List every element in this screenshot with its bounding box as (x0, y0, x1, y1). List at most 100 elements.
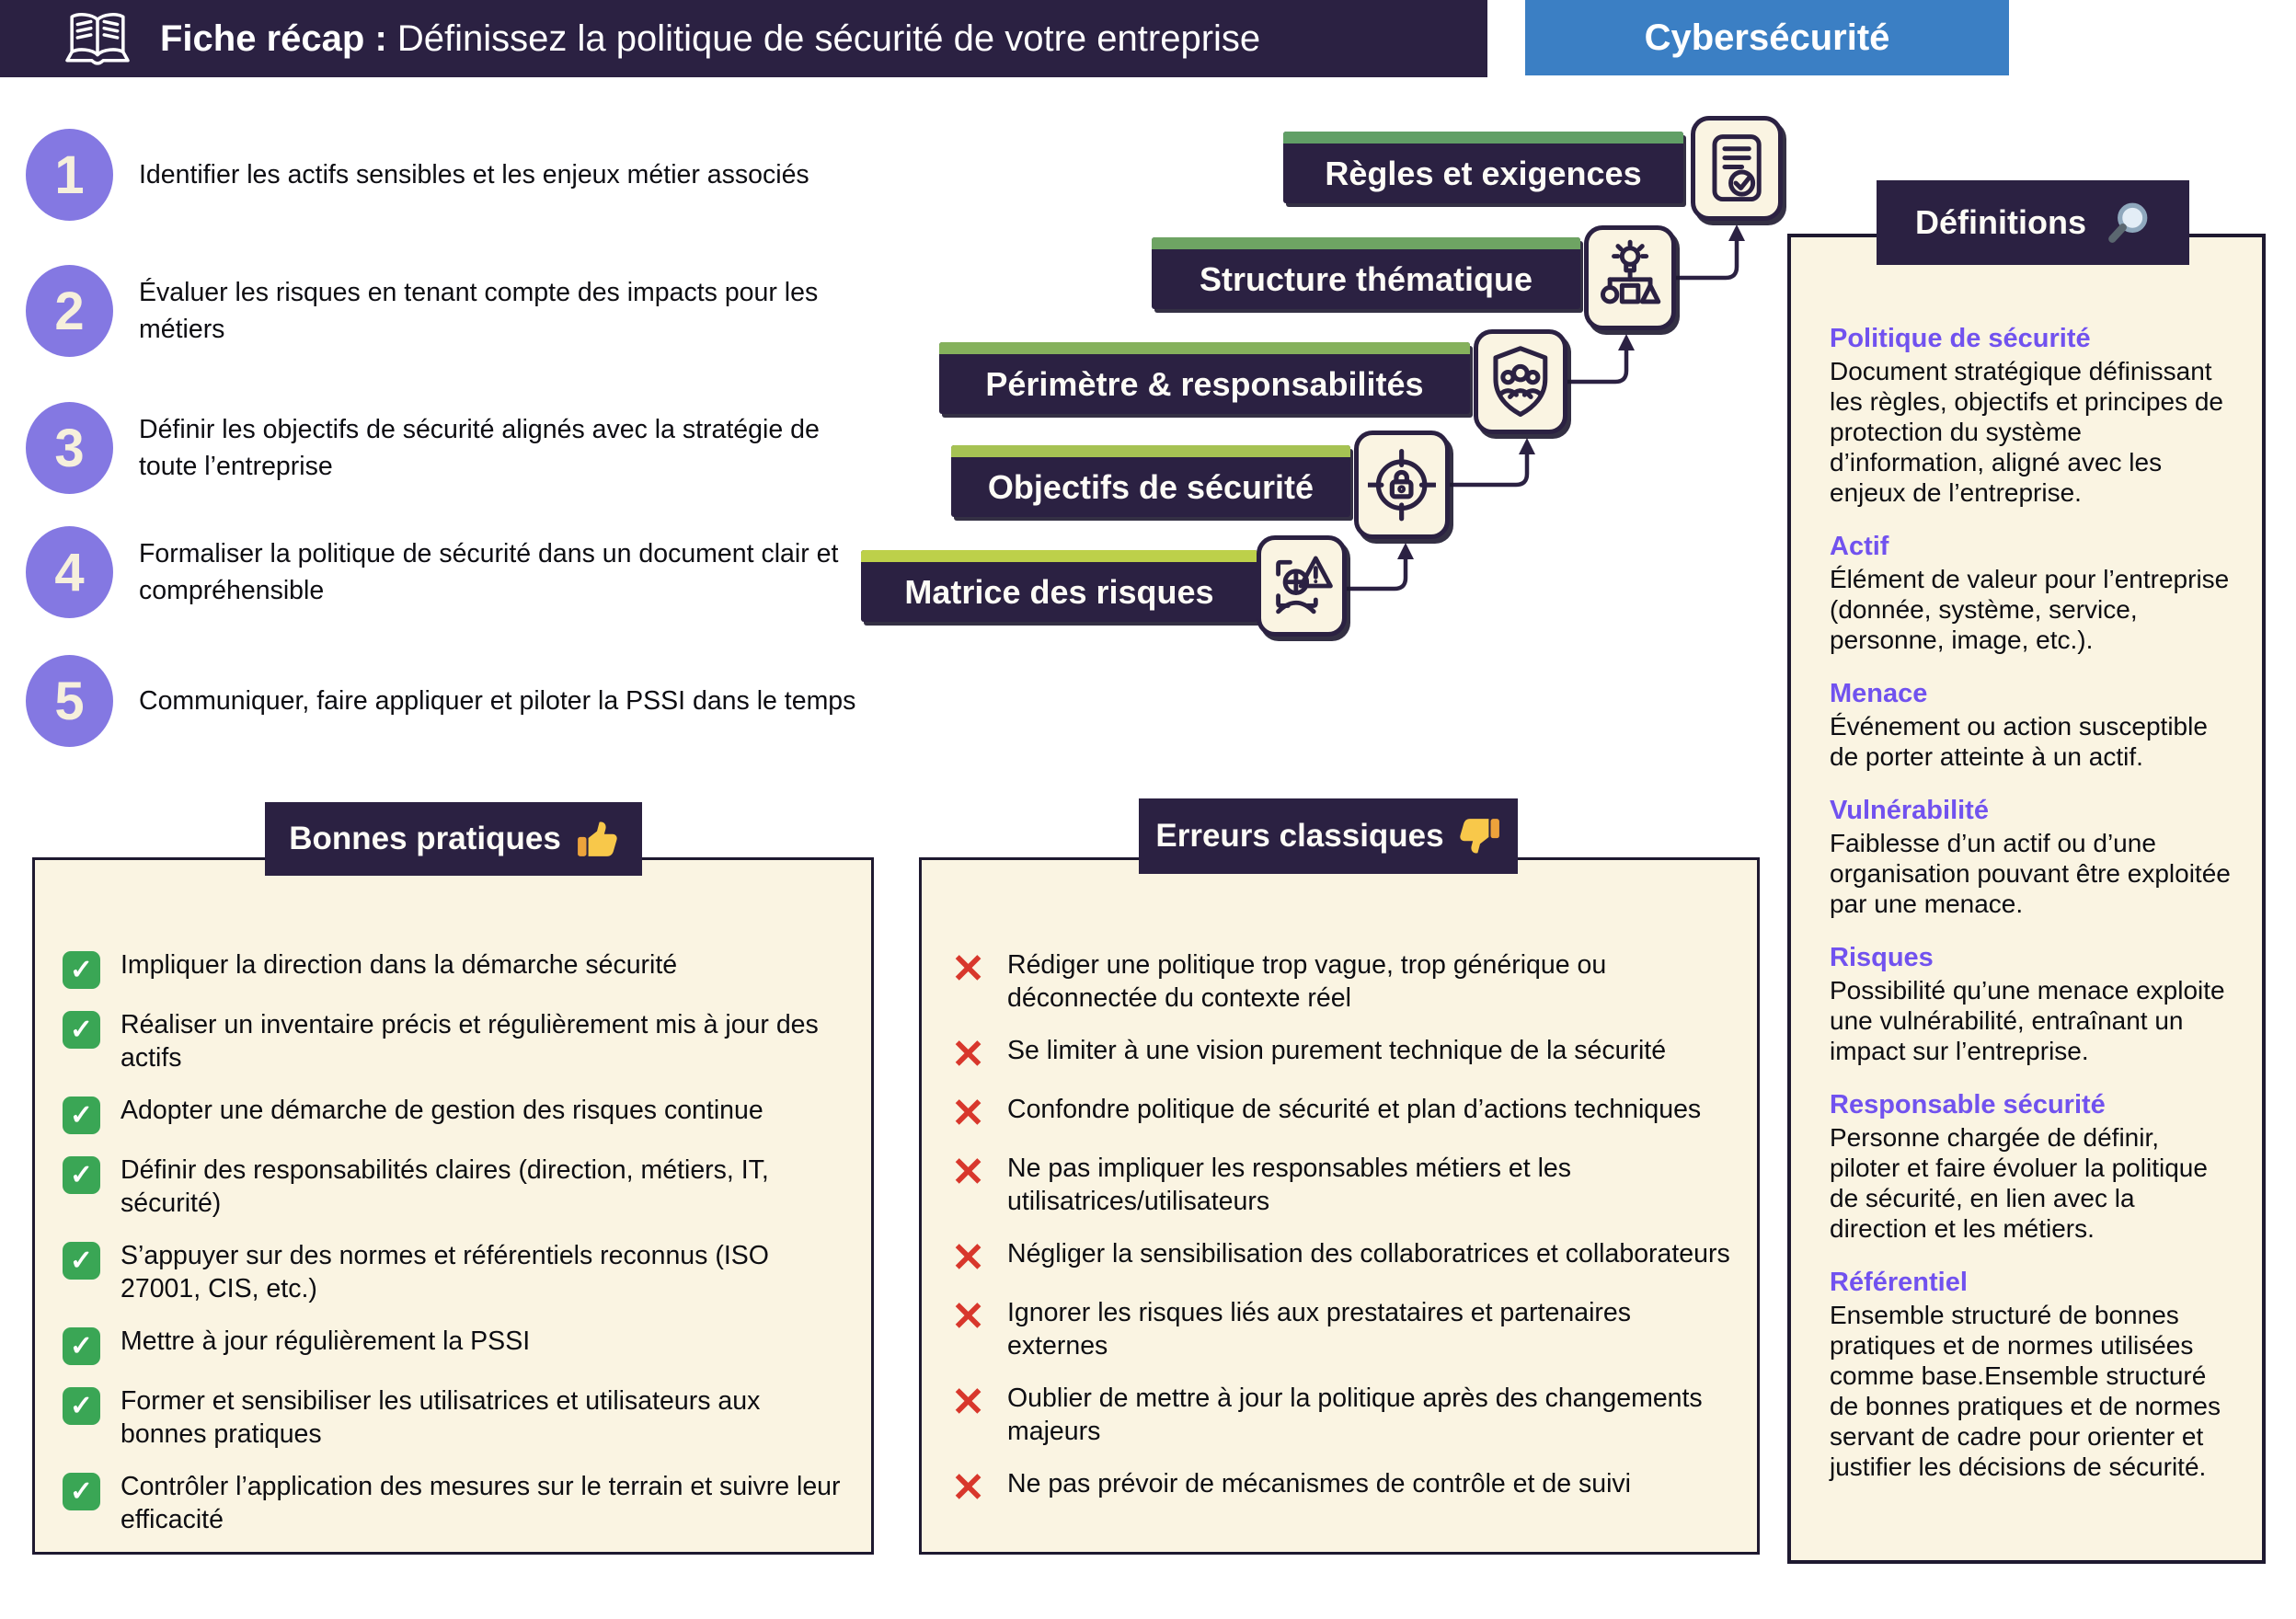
page-title-rest: Définissez la politique de sécurité de v… (386, 17, 1261, 59)
cross-icon: ✕ (951, 947, 985, 992)
mistake-item: ✕ Ne pas prévoir de mécanismes de contrôl… (949, 1465, 1733, 1510)
good-practice-item: ✓Adopter une démarche de gestion des ris… (63, 1094, 847, 1134)
mistakes-list: ✕Rédiger une politique trop vague, trop … (949, 948, 1733, 1526)
stair-label: Objectifs de sécurité (987, 467, 1314, 506)
cross-icon: ✕ (951, 1294, 985, 1339)
step-number-5: 5 (26, 655, 113, 747)
step-item-3: 3 Définir les objectifs de sécurité alig… (26, 402, 900, 494)
good-practice-item: ✓Mettre à jour régulièrement la PSSI (63, 1325, 847, 1365)
step-number-3: 3 (26, 402, 113, 494)
step-text-2: Évaluer les risques en tenant compte des… (139, 278, 819, 344)
step-text-4: Formaliser la politique de sécurité dans… (139, 539, 839, 605)
stair-strip (861, 550, 1257, 562)
definition-text: Possibilité qu’une menace exploite une v… (1830, 976, 2225, 1065)
good-practice-text: S’appuyer sur des normes et référentiels… (121, 1241, 769, 1303)
step-number-2: 2 (26, 265, 113, 357)
mistake-item: ✕Négliger la sensibilisation des collabo… (949, 1235, 1733, 1280)
definition-item: Risques Possibilité qu’une menace exploi… (1830, 941, 2234, 1066)
mistake-item: ✕ Ne pas impliquer les responsables métie… (949, 1152, 1733, 1218)
good-practice-text: Former et sensibiliser les utilisatrices… (121, 1386, 761, 1449)
cross-icon: ✕ (951, 1150, 985, 1195)
stair-strip (951, 445, 1350, 457)
definition-text: Personne chargée de définir, piloter et … (1830, 1123, 2208, 1243)
mistake-text: Se limiter à une vision purement techniq… (1007, 1036, 1667, 1065)
good-practice-text: Définir des responsabilités claires (dir… (121, 1155, 769, 1218)
target-lock-icon (1354, 431, 1450, 539)
thumbs-down-icon (1459, 819, 1499, 854)
definition-term: Menace (1830, 679, 1928, 708)
page-title: Fiche récap : Définissez la politique de… (160, 18, 1260, 60)
good-practice-text: Impliquer la direction dans la démarche … (121, 950, 678, 980)
stair-strip (939, 342, 1470, 354)
magnifier-icon (2108, 202, 2148, 243)
definition-text: Faiblesse d’un actif ou d’une organisati… (1830, 829, 2231, 918)
mistake-item: ✕Se limiter à une vision purement techni… (949, 1034, 1733, 1075)
document-check-icon (1691, 116, 1783, 221)
good-practice-item: ✓ Définir des responsabilités claires (di… (63, 1154, 847, 1220)
definition-text: Événement ou action susceptible de porte… (1830, 712, 2208, 771)
page-title-bold: Fiche récap : (160, 17, 387, 59)
definition-item: Vulnérabilité Faiblesse d’un actif ou d’… (1830, 794, 2234, 919)
good-practice-item: ✓ S’appuyer sur des normes et référentiel… (63, 1239, 847, 1305)
stair-strip (1152, 237, 1580, 249)
good-practice-text: Adopter une démarche de gestion des risq… (121, 1096, 763, 1125)
stair-label: Matrice des risques (904, 572, 1214, 611)
step-text-3: Définir les objectifs de sécurité aligné… (139, 415, 820, 481)
definition-term: Responsable sécurité (1830, 1090, 2106, 1120)
cross-icon: ✕ (951, 1465, 985, 1510)
check-icon: ✓ (63, 1156, 100, 1194)
stair-label: Périmètre & responsabilités (985, 364, 1424, 403)
step-text-1: Identifier les actifs sensibles et les e… (139, 160, 809, 189)
definition-item: Politique de sécurité Document stratégiq… (1830, 322, 2234, 508)
step-number-1: 1 (26, 129, 113, 221)
definition-text: Élément de valeur pour l’entreprise (don… (1830, 565, 2230, 654)
definition-term: Actif (1830, 532, 1889, 561)
definition-item: Menace Événement ou action susceptible d… (1830, 677, 2234, 772)
stair-bar-objectifs: Objectifs de sécurité (951, 445, 1350, 517)
mistake-item: ✕ Ignorer les risques liés aux prestatair… (949, 1296, 1733, 1362)
definition-item: Actif Élément de valeur pour l’entrepris… (1830, 530, 2234, 655)
definition-item: Responsable sécurité Personne chargée de… (1830, 1088, 2234, 1244)
mistakes-box: ✕Rédiger une politique trop vague, trop … (919, 857, 1760, 1555)
good-practice-item: ✓ Former et sensibiliser les utilisatrice… (63, 1384, 847, 1451)
mistakes-header: Erreurs classiques (1139, 798, 1518, 874)
good-practice-text: Contrôler l’application des mesures sur … (121, 1472, 841, 1534)
stair-bar-regles: Règles et exigences (1283, 132, 1683, 203)
definitions-panel: Politique de sécurité Document stratégiq… (1787, 234, 2266, 1564)
good-practices-header: Bonnes pratiques (265, 802, 642, 876)
good-practices-title: Bonnes pratiques (289, 821, 561, 856)
shield-people-icon (1474, 329, 1567, 434)
mistake-text: Ne pas impliquer les responsables métier… (1007, 1154, 1572, 1216)
good-practice-text: Mettre à jour régulièrement la PSSI (121, 1326, 531, 1356)
definition-term: Vulnérabilité (1830, 796, 1989, 825)
definition-item: Référentiel Ensemble structuré de bonnes… (1830, 1266, 2234, 1482)
good-practice-item: ✓ Contrôler l’application des mesures sur… (63, 1470, 847, 1536)
mistake-item: ✕Rédiger une politique trop vague, trop … (949, 948, 1733, 1015)
check-icon: ✓ (63, 1387, 100, 1425)
step-number-4: 4 (26, 526, 113, 618)
definition-text: Document stratégique définissant les règ… (1830, 357, 2223, 507)
category-badge: Cybersécurité (1525, 0, 2009, 75)
header-bar: Fiche récap : Définissez la politique de… (0, 0, 1487, 77)
idea-structure-icon (1584, 225, 1676, 330)
mistake-text: Ne pas prévoir de mécanismes de contrôle… (1007, 1469, 1632, 1498)
open-book-icon (65, 13, 130, 65)
definition-term: Référentiel (1830, 1268, 1968, 1297)
mistake-text: Oublier de mettre à jour la politique ap… (1007, 1384, 1703, 1446)
mistakes-title: Erreurs classiques (1155, 818, 1444, 854)
risk-person-icon (1257, 535, 1347, 637)
mistake-item: ✕Confondre politique de sécurité et plan… (949, 1093, 1733, 1134)
mistake-text: Confondre politique de sécurité et plan … (1007, 1095, 1702, 1124)
stair-bar-structure: Structure thématique (1152, 237, 1580, 309)
cross-icon: ✕ (951, 1235, 985, 1280)
definition-term: Risques (1830, 943, 1934, 972)
check-icon: ✓ (63, 951, 100, 989)
check-icon: ✓ (63, 1242, 100, 1280)
good-practice-text: Réaliser un inventaire précis et réguliè… (121, 1010, 819, 1073)
mistake-text: Ignorer les risques liés aux prestataire… (1007, 1298, 1632, 1361)
definition-text: Ensemble structuré de bonnes pratiques e… (1830, 1301, 2221, 1481)
step-text-5: Communiquer, faire appliquer et piloter … (139, 686, 856, 716)
definition-term: Politique de sécurité (1830, 324, 2091, 353)
check-icon: ✓ (63, 1473, 100, 1510)
